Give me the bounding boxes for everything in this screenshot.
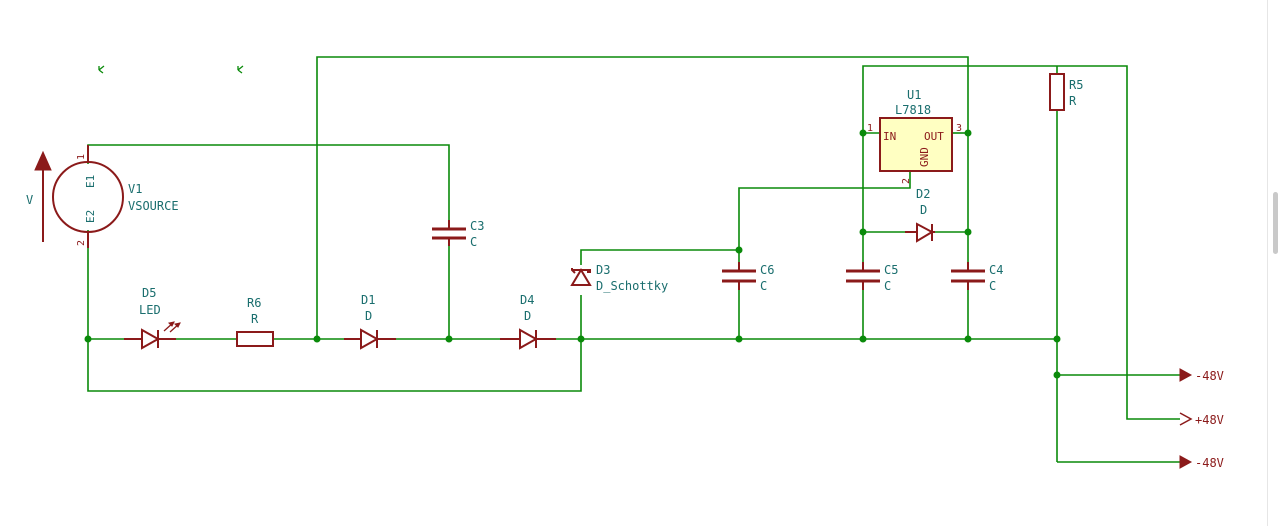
d2-value: D [920, 203, 927, 217]
resistor-r6[interactable]: R6 R [236, 296, 274, 347]
r5-value: R [1069, 94, 1077, 108]
d2-reference: D2 [916, 187, 930, 201]
port-label: -48V [1195, 456, 1224, 470]
capacitor-c6[interactable]: C6 C [722, 262, 774, 293]
c4-value: C [989, 279, 996, 293]
v1-pin-e2: E2 [84, 210, 97, 223]
u1-pin-gnd: GND [918, 147, 931, 167]
voltage-source-v1[interactable]: 1 2 E1 E2 V V1 VSOURCE [26, 145, 179, 248]
wires [87, 56, 1180, 463]
c3-value: C [470, 235, 477, 249]
u1-pin3-number: 3 [956, 123, 962, 134]
vertical-scrollbar[interactable] [1273, 192, 1278, 254]
capacitor-c3[interactable]: C3 C [432, 219, 484, 249]
d3-reference: D3 [596, 263, 610, 277]
schottky-diode-d3[interactable]: D3 D_Schottky [570, 263, 668, 293]
led-d5[interactable]: D5 LED [124, 286, 181, 350]
d5-value: LED [139, 303, 161, 317]
u1-reference: U1 [907, 88, 921, 102]
c6-reference: C6 [760, 263, 774, 277]
sheet-marker-2 [237, 65, 244, 74]
c5-value: C [884, 279, 891, 293]
v1-reference: V1 [128, 182, 142, 196]
port-label: +48V [1195, 413, 1224, 427]
port-label: -48V [1195, 369, 1224, 383]
power-port-minus48v-bottom[interactable]: -48V [1179, 455, 1224, 470]
c3-reference: C3 [470, 219, 484, 233]
r5-reference: R5 [1069, 78, 1083, 92]
diode-d4[interactable]: D4 D [500, 293, 556, 350]
r6-value: R [251, 312, 259, 326]
c5-reference: C5 [884, 263, 898, 277]
d4-value: D [524, 309, 531, 323]
d4-reference: D4 [520, 293, 534, 307]
capacitor-c4[interactable]: C4 C [951, 262, 1003, 293]
v1-arrow-label: V [26, 193, 33, 207]
regulator-u1[interactable]: U1 L7818 IN OUT GND 1 3 2 [867, 88, 962, 184]
sheet-marker-1 [98, 65, 105, 74]
u1-value: L7818 [895, 103, 931, 117]
d3-value: D_Schottky [596, 279, 668, 293]
r6-reference: R6 [247, 296, 261, 310]
d5-reference: D5 [142, 286, 156, 300]
diode-d2[interactable]: D2 D [905, 187, 935, 243]
canvas-edge [1267, 0, 1268, 526]
u1-pin-out: OUT [924, 130, 944, 143]
c6-value: C [760, 279, 767, 293]
u1-pin1-number: 1 [867, 123, 873, 134]
junctions [84, 129, 1061, 379]
u1-pin2-number: 2 [901, 178, 912, 184]
v1-pin2-number: 2 [76, 240, 87, 246]
diode-d1[interactable]: D1 D [344, 293, 396, 350]
power-port-minus48v-top[interactable]: -48V [1179, 368, 1224, 383]
power-port-plus48v[interactable]: +48V [1179, 412, 1224, 427]
v1-value: VSOURCE [128, 199, 179, 213]
d1-reference: D1 [361, 293, 375, 307]
c4-reference: C4 [989, 263, 1003, 277]
v1-pin1-number: 1 [76, 154, 87, 160]
capacitor-c5[interactable]: C5 C [846, 262, 898, 293]
u1-pin-in: IN [883, 130, 896, 143]
resistor-r5[interactable]: R5 R [1049, 73, 1083, 111]
v1-pin-e1: E1 [84, 175, 97, 188]
d1-value: D [365, 309, 372, 323]
